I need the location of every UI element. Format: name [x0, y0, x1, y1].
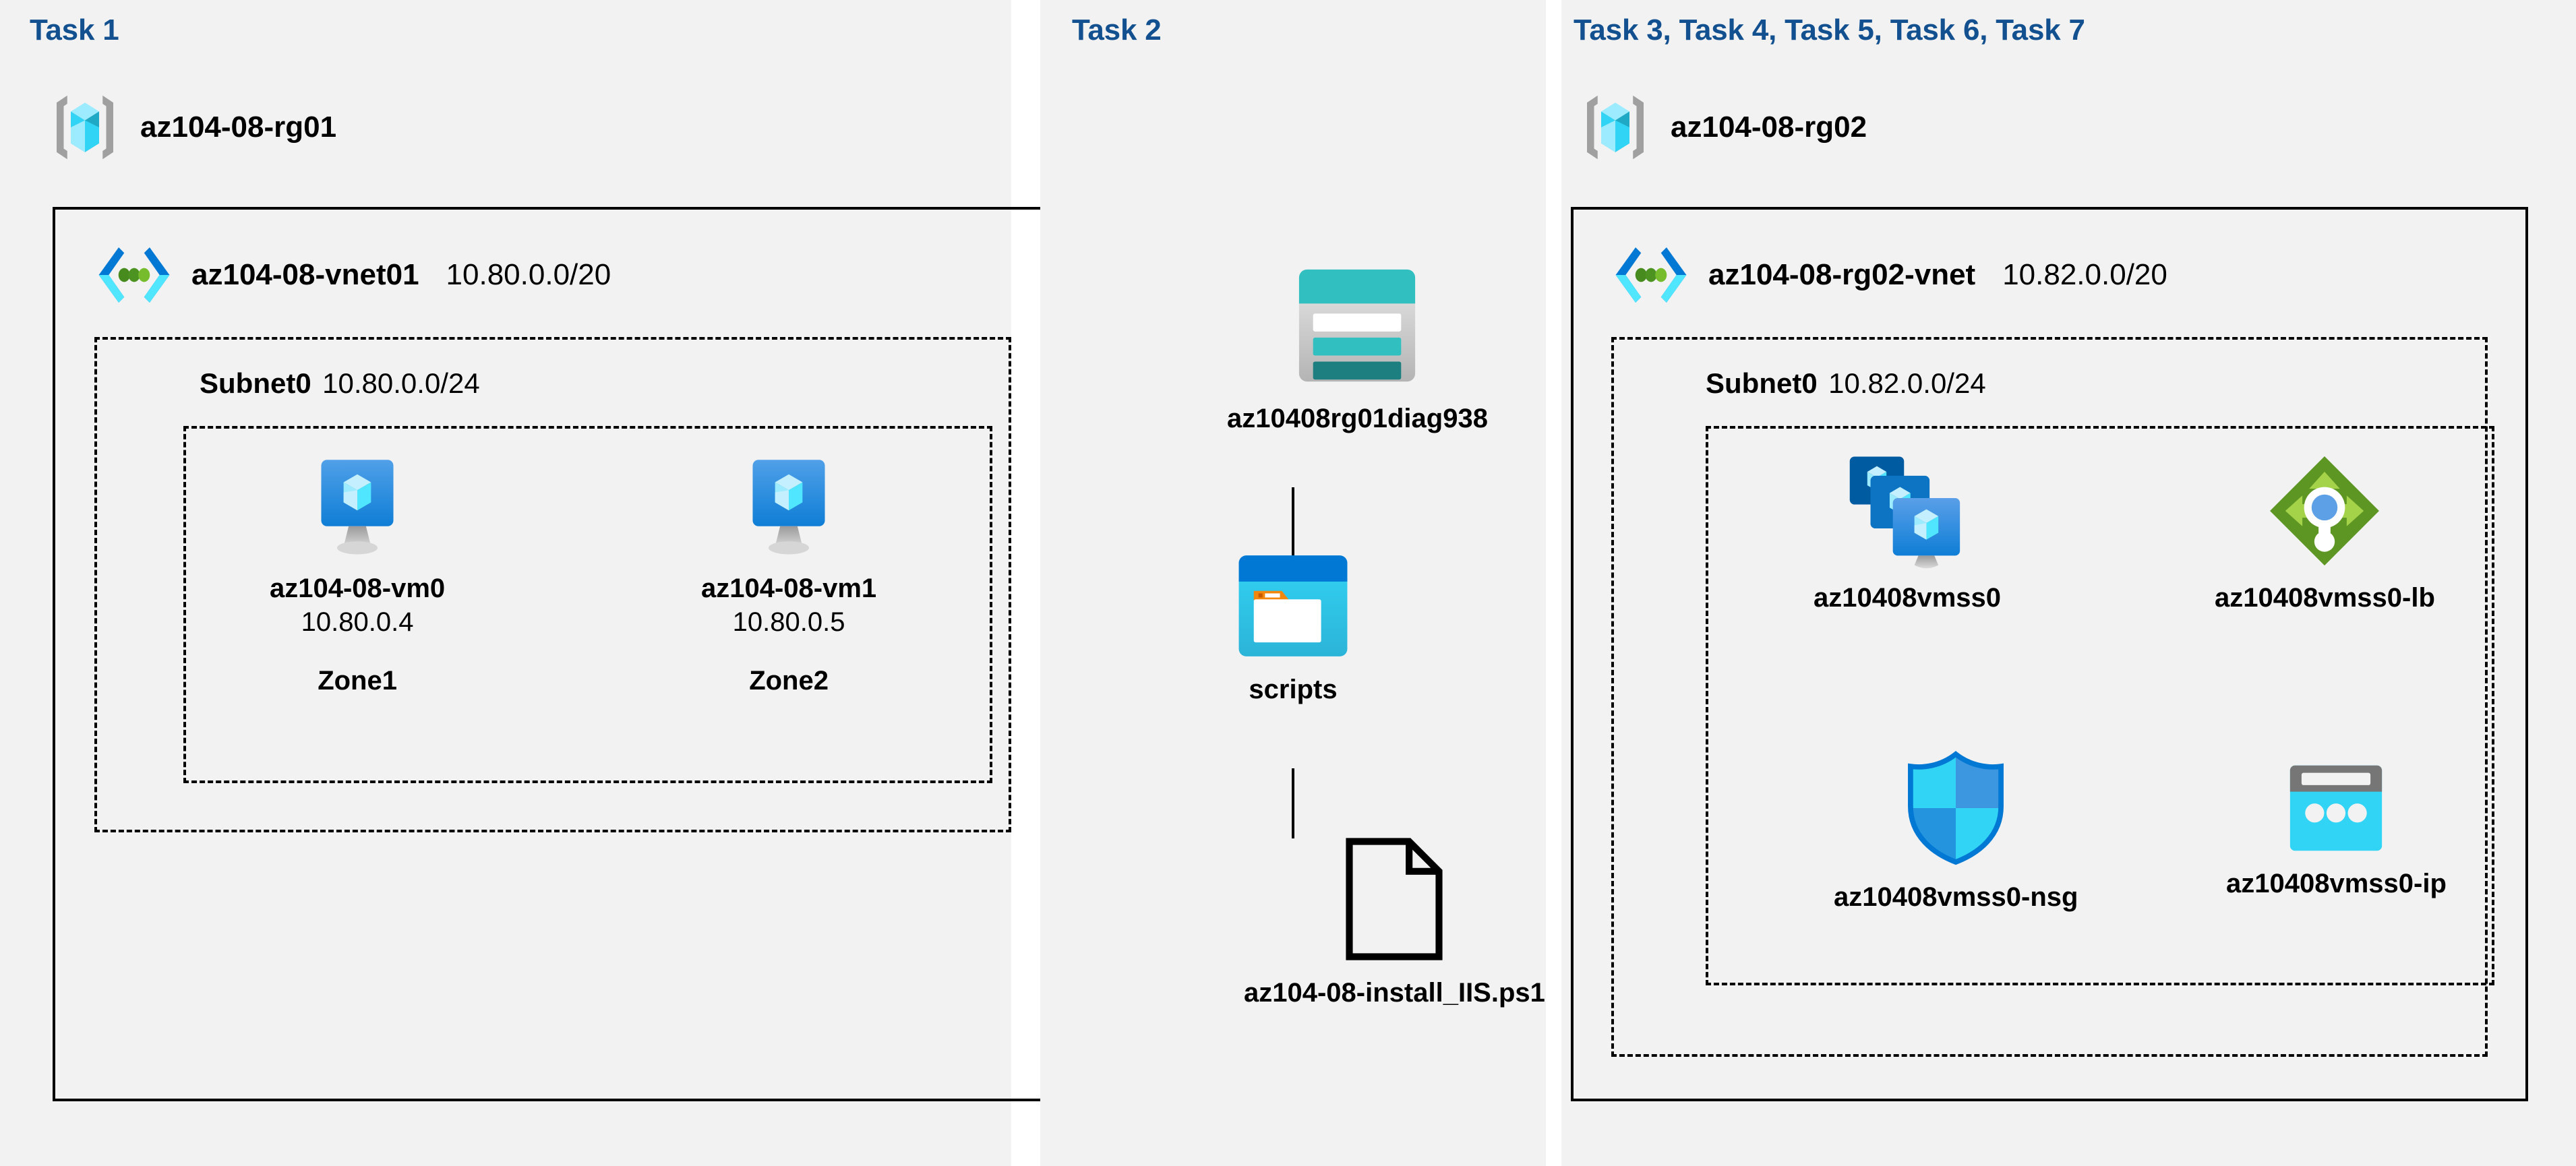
- task3to7-vnet-name: az104-08-rg02-vnet: [1708, 258, 1976, 291]
- file-icon: [1343, 834, 1445, 964]
- task1-vnet-cidr: 10.80.0.0/20: [446, 258, 611, 291]
- blob-container-caption: scripts: [1249, 673, 1337, 706]
- public-ip-name: az10408vmss0-ip: [2226, 869, 2447, 898]
- vm1-name: az104-08-vm1: [701, 574, 877, 603]
- storage-account-icon: [1291, 262, 1423, 390]
- task2-label: Task 2: [1072, 13, 1162, 47]
- connector-container-to-file: [1292, 768, 1294, 838]
- vm0-ip: 10.80.0.4: [301, 607, 414, 637]
- nsg-caption: az10408vmss0-nsg: [1834, 880, 2078, 914]
- task3to7-resource-group-name: az104-08-rg02: [1671, 111, 1867, 144]
- resource-group-icon: [1578, 90, 1653, 165]
- task3to7-label: Task 3, Task 4, Task 5, Task 6, Task 7: [1574, 13, 2085, 47]
- task1-vnet-header: az104-08-vnet01 10.80.0.0/20: [94, 243, 611, 307]
- task3to7-resource-group-inner-box: [1706, 426, 2494, 985]
- task1-subnet-box: [94, 337, 1011, 832]
- load-balancer-icon: [2267, 453, 2383, 569]
- task3to7-resource-group-header: az104-08-rg02: [1578, 90, 1867, 165]
- task1-subnet-name: Subnet0: [200, 367, 311, 399]
- public-ip-node[interactable]: az10408vmss0-ip: [2226, 762, 2447, 900]
- vmss-name: az10408vmss0: [1814, 583, 2002, 613]
- vmss-caption: az10408vmss0: [1814, 581, 2001, 615]
- task3to7-vnet-cidr: 10.82.0.0/20: [2002, 258, 2167, 291]
- load-balancer-node[interactable]: az10408vmss0-lb: [2215, 453, 2435, 615]
- storage-account-name: az10408rg01diag938: [1227, 404, 1488, 433]
- vmss-node[interactable]: az10408vmss0: [1814, 453, 2001, 615]
- blob-container-node[interactable]: scripts: [1235, 551, 1351, 706]
- virtual-machine-icon: [738, 457, 839, 559]
- virtual-machine-icon: [307, 457, 408, 559]
- task3to7-vnet-header: az104-08-rg02-vnet 10.82.0.0/20: [1611, 243, 2167, 307]
- network-security-group-icon: [1902, 748, 2010, 868]
- task3to7-subnet-cidr: 10.82.0.0/24: [1828, 367, 1986, 399]
- task1-vm-group-box: [183, 426, 992, 783]
- vm1-zone: Zone2: [749, 666, 829, 696]
- virtual-network-icon: [94, 243, 174, 307]
- storage-account-caption: az10408rg01diag938: [1227, 402, 1488, 435]
- task1-subnet-header: Subnet0 10.80.0.0/24: [200, 367, 480, 400]
- task3to7-subnet-box: [1611, 337, 2488, 1057]
- task3to7-vnet-box: [1571, 207, 2528, 1101]
- load-balancer-caption: az10408vmss0-lb: [2215, 581, 2435, 615]
- storage-account-node[interactable]: az10408rg01diag938: [1227, 262, 1488, 435]
- script-file-caption: az104-08-install_IIS.ps1: [1244, 976, 1545, 1010]
- vm0-caption: az104-08-vm0 10.80.0.4 Zone1: [270, 572, 445, 696]
- vm-node-az104-08-vm0[interactable]: az104-08-vm0 10.80.0.4 Zone1: [270, 457, 445, 696]
- task3to7-subnet-header: Subnet0 10.82.0.0/24: [1706, 367, 1986, 400]
- task1-resource-group-header: az104-08-rg01: [47, 90, 336, 165]
- vm-node-az104-08-vm1[interactable]: az104-08-vm1 10.80.0.5 Zone2: [701, 457, 876, 696]
- vm-scale-set-icon: [1847, 453, 1968, 569]
- script-file-name: az104-08-install_IIS.ps1: [1244, 978, 1545, 1008]
- connector-storage-to-container: [1292, 487, 1294, 557]
- blob-container-name: scripts: [1249, 675, 1338, 704]
- task1-subnet-cidr: 10.80.0.0/24: [322, 367, 480, 399]
- resource-group-icon: [47, 90, 123, 165]
- task1-resource-group-name: az104-08-rg01: [140, 111, 337, 144]
- task3to7-subnet-name: Subnet0: [1706, 367, 1818, 399]
- public-ip-caption: az10408vmss0-ip: [2226, 867, 2447, 900]
- nsg-name: az10408vmss0-nsg: [1834, 882, 2078, 912]
- vm0-zone: Zone1: [318, 666, 397, 696]
- vm1-ip: 10.80.0.5: [732, 607, 845, 637]
- vm0-name: az104-08-vm0: [270, 574, 446, 603]
- task1-label: Task 1: [30, 13, 119, 47]
- load-balancer-name: az10408vmss0-lb: [2215, 583, 2435, 613]
- blob-container-icon: [1235, 551, 1351, 661]
- task3to7-panel: [1561, 0, 2576, 1166]
- task1-vnet-name-text: az104-08-vnet01: [191, 258, 419, 291]
- virtual-network-icon: [1611, 243, 1691, 307]
- vm1-caption: az104-08-vm1 10.80.0.5 Zone2: [701, 572, 876, 696]
- nsg-node[interactable]: az10408vmss0-nsg: [1834, 748, 2078, 914]
- script-file-node[interactable]: az104-08-install_IIS.ps1: [1244, 834, 1545, 1010]
- task1-panel: [0, 0, 1011, 1166]
- public-ip-address-icon: [2287, 762, 2385, 855]
